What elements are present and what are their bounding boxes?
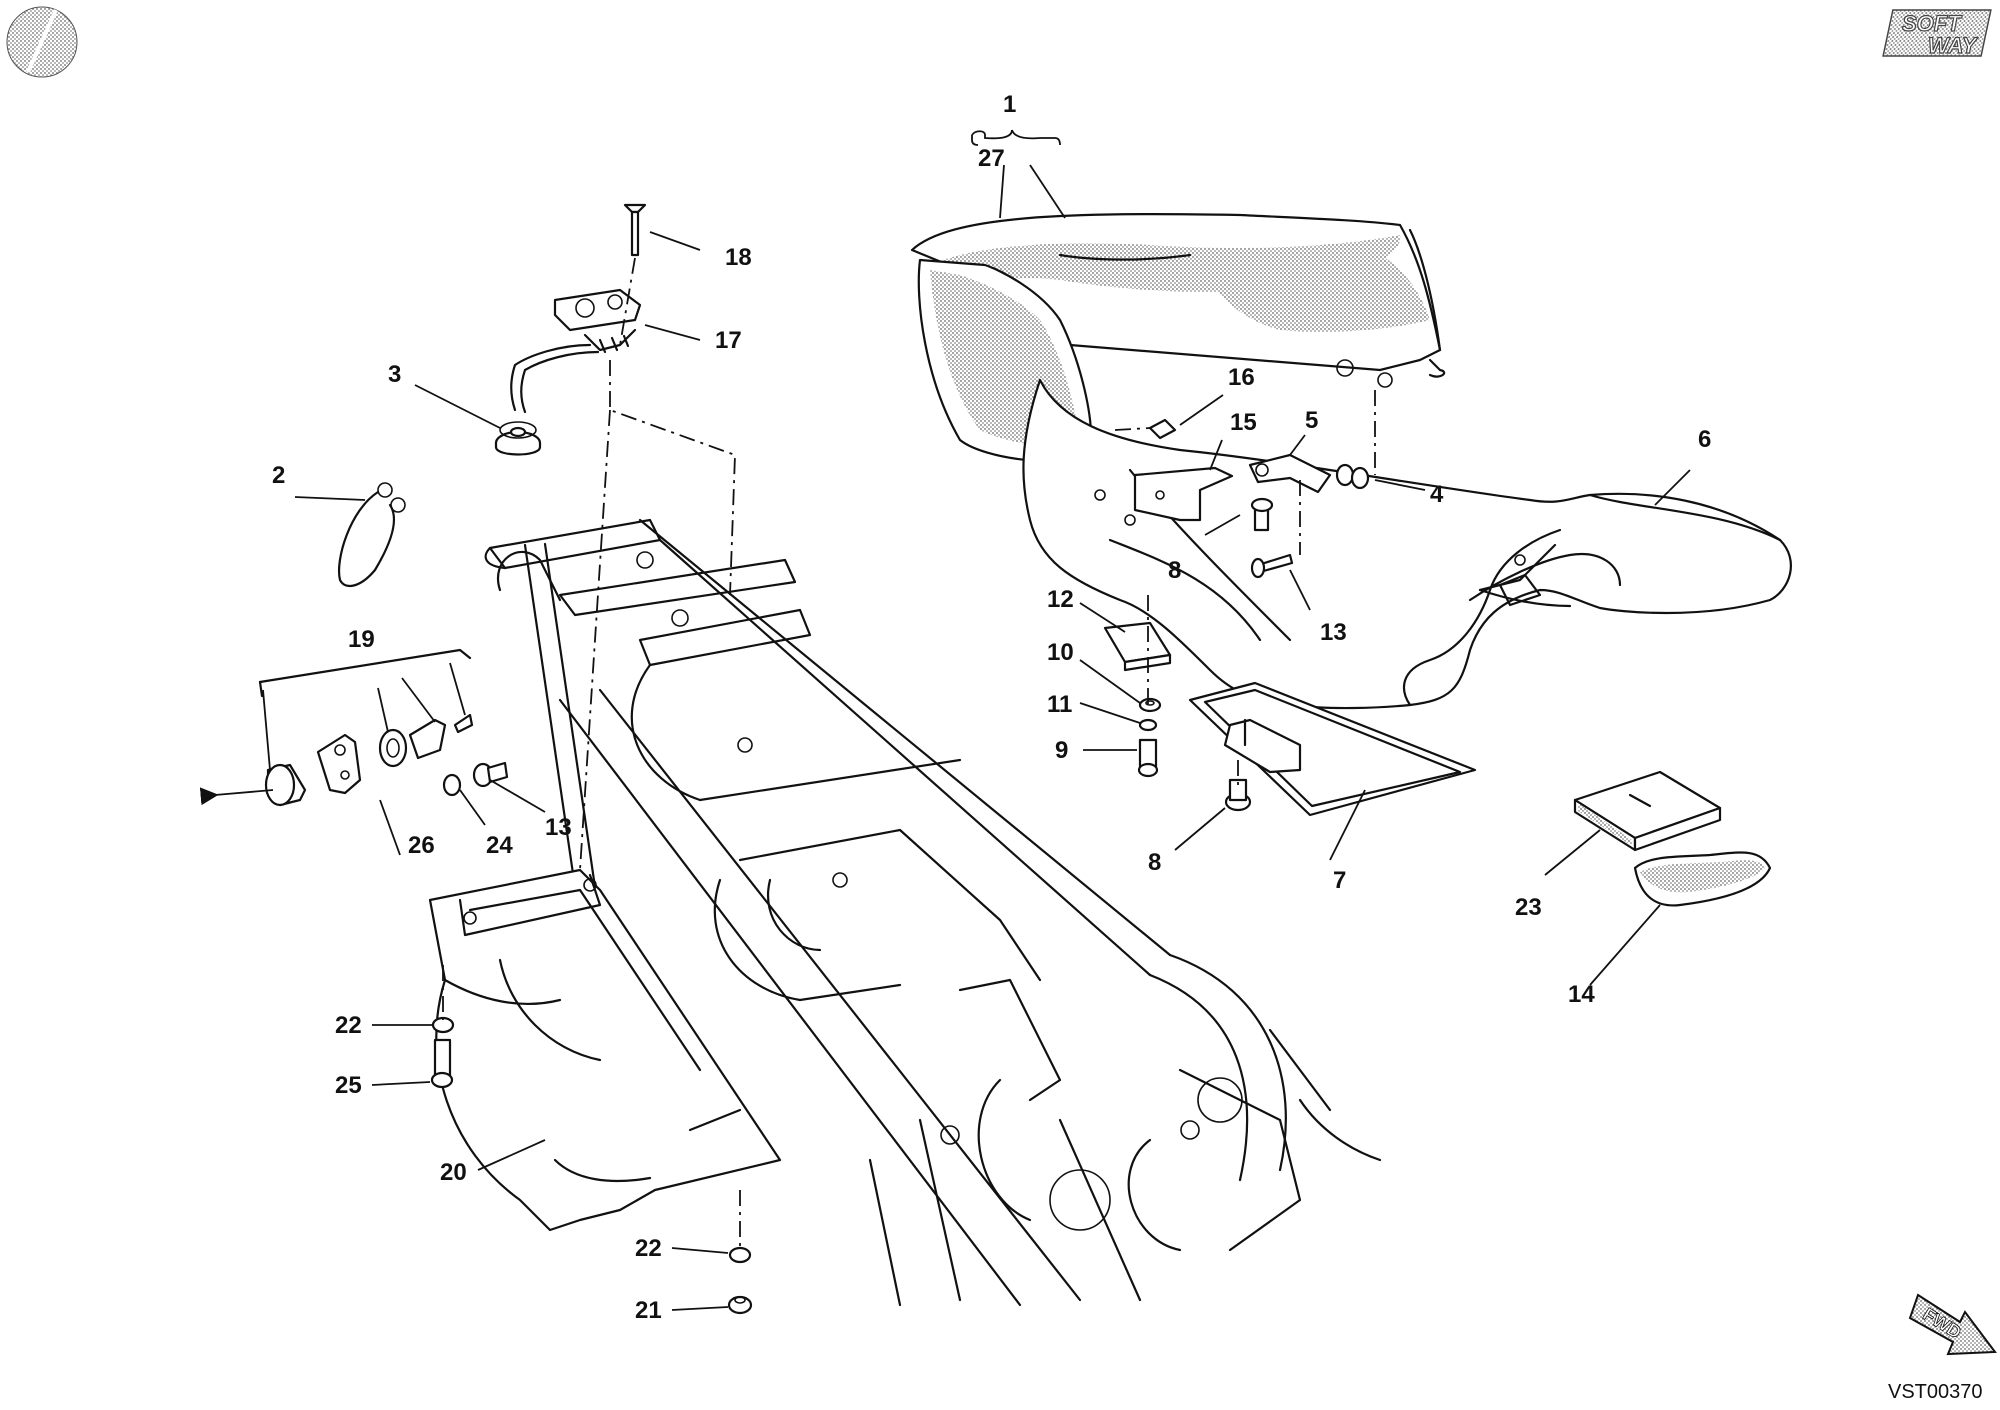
callout-15: 15: [1230, 409, 1257, 436]
callout-22-upper: 22: [335, 1012, 362, 1039]
callout-8-upper: 8: [1168, 557, 1181, 584]
forward-direction-icon: FWD: [1908, 1293, 1997, 1356]
callout-3: 3: [388, 361, 401, 388]
drawing-code: VST00370: [1888, 1381, 1983, 1403]
washer-22-upper: [431, 1016, 455, 1034]
callout-9: 9: [1055, 737, 1068, 764]
spacer-10: [1138, 697, 1162, 713]
bracket-15: [1133, 466, 1234, 522]
seat-assembly: [910, 213, 1792, 710]
callout-18: 18: [725, 244, 752, 271]
pin-16: [1148, 418, 1177, 440]
callout-13-right: 13: [1320, 619, 1347, 646]
logo-line1: SOFT: [1902, 11, 1962, 36]
nut-4: [1335, 463, 1370, 490]
callout-20: 20: [440, 1159, 467, 1186]
callout-4: 4: [1430, 481, 1444, 508]
callout-13-left: 13: [545, 814, 572, 841]
seat-pad-14: [1633, 851, 1772, 907]
logo-line2: WAY: [1928, 33, 1979, 58]
callout-1: 1: [1003, 91, 1016, 118]
seat-base-plate: [1188, 681, 1477, 817]
corner-badge-icon: [6, 6, 78, 78]
callout-25: 25: [335, 1072, 362, 1099]
callout-24: 24: [486, 832, 513, 859]
cable-2: [338, 482, 406, 588]
callout-labels: 1 27 18 17 3 2 19 26 24 13 16 15 5 4 6 8…: [272, 91, 1711, 1324]
callout-16: 16: [1228, 364, 1255, 391]
callout-23: 23: [1515, 894, 1542, 921]
callout-22-lower: 22: [635, 1235, 662, 1262]
nut-21: [727, 1295, 753, 1315]
callout-5: 5: [1305, 407, 1318, 434]
bolt-25: [430, 1038, 454, 1089]
seat-pad-23: [1573, 770, 1722, 852]
bolt-8-upper: [1250, 497, 1274, 532]
callout-10: 10: [1047, 639, 1074, 666]
bolt-9: [1137, 738, 1159, 778]
callout-11: 11: [1047, 691, 1072, 718]
callout-2: 2: [272, 462, 285, 489]
lock-assembly-19: [258, 648, 509, 807]
callout-14: 14: [1568, 981, 1595, 1008]
callout-26: 26: [408, 832, 435, 859]
rubber-pad-12: [1103, 621, 1172, 672]
callout-6: 6: [1698, 426, 1711, 453]
screw-18: [623, 203, 647, 257]
callout-21: 21: [635, 1297, 662, 1324]
callout-17: 17: [715, 327, 742, 354]
callout-8-lower: 8: [1148, 849, 1161, 876]
under-seat-tray: [428, 868, 782, 1232]
callout-12: 12: [1047, 586, 1074, 613]
washer-11: [1138, 718, 1158, 732]
grommet-3: [494, 421, 542, 456]
callout-7: 7: [1333, 867, 1346, 894]
seat-lock: [510, 288, 642, 414]
leader-lines: [199, 129, 1691, 1311]
assembly-lines: [442, 257, 1376, 1250]
washer-22-lower: [728, 1246, 752, 1264]
softway-logo: SOFT WAY: [1882, 9, 1992, 59]
bolt-8-lower: [1224, 778, 1252, 812]
rear-subframe: [484, 518, 1382, 1307]
callout-19: 19: [348, 626, 375, 653]
callout-27: 27: [978, 145, 1005, 172]
screw-13-upper: [1250, 553, 1294, 579]
